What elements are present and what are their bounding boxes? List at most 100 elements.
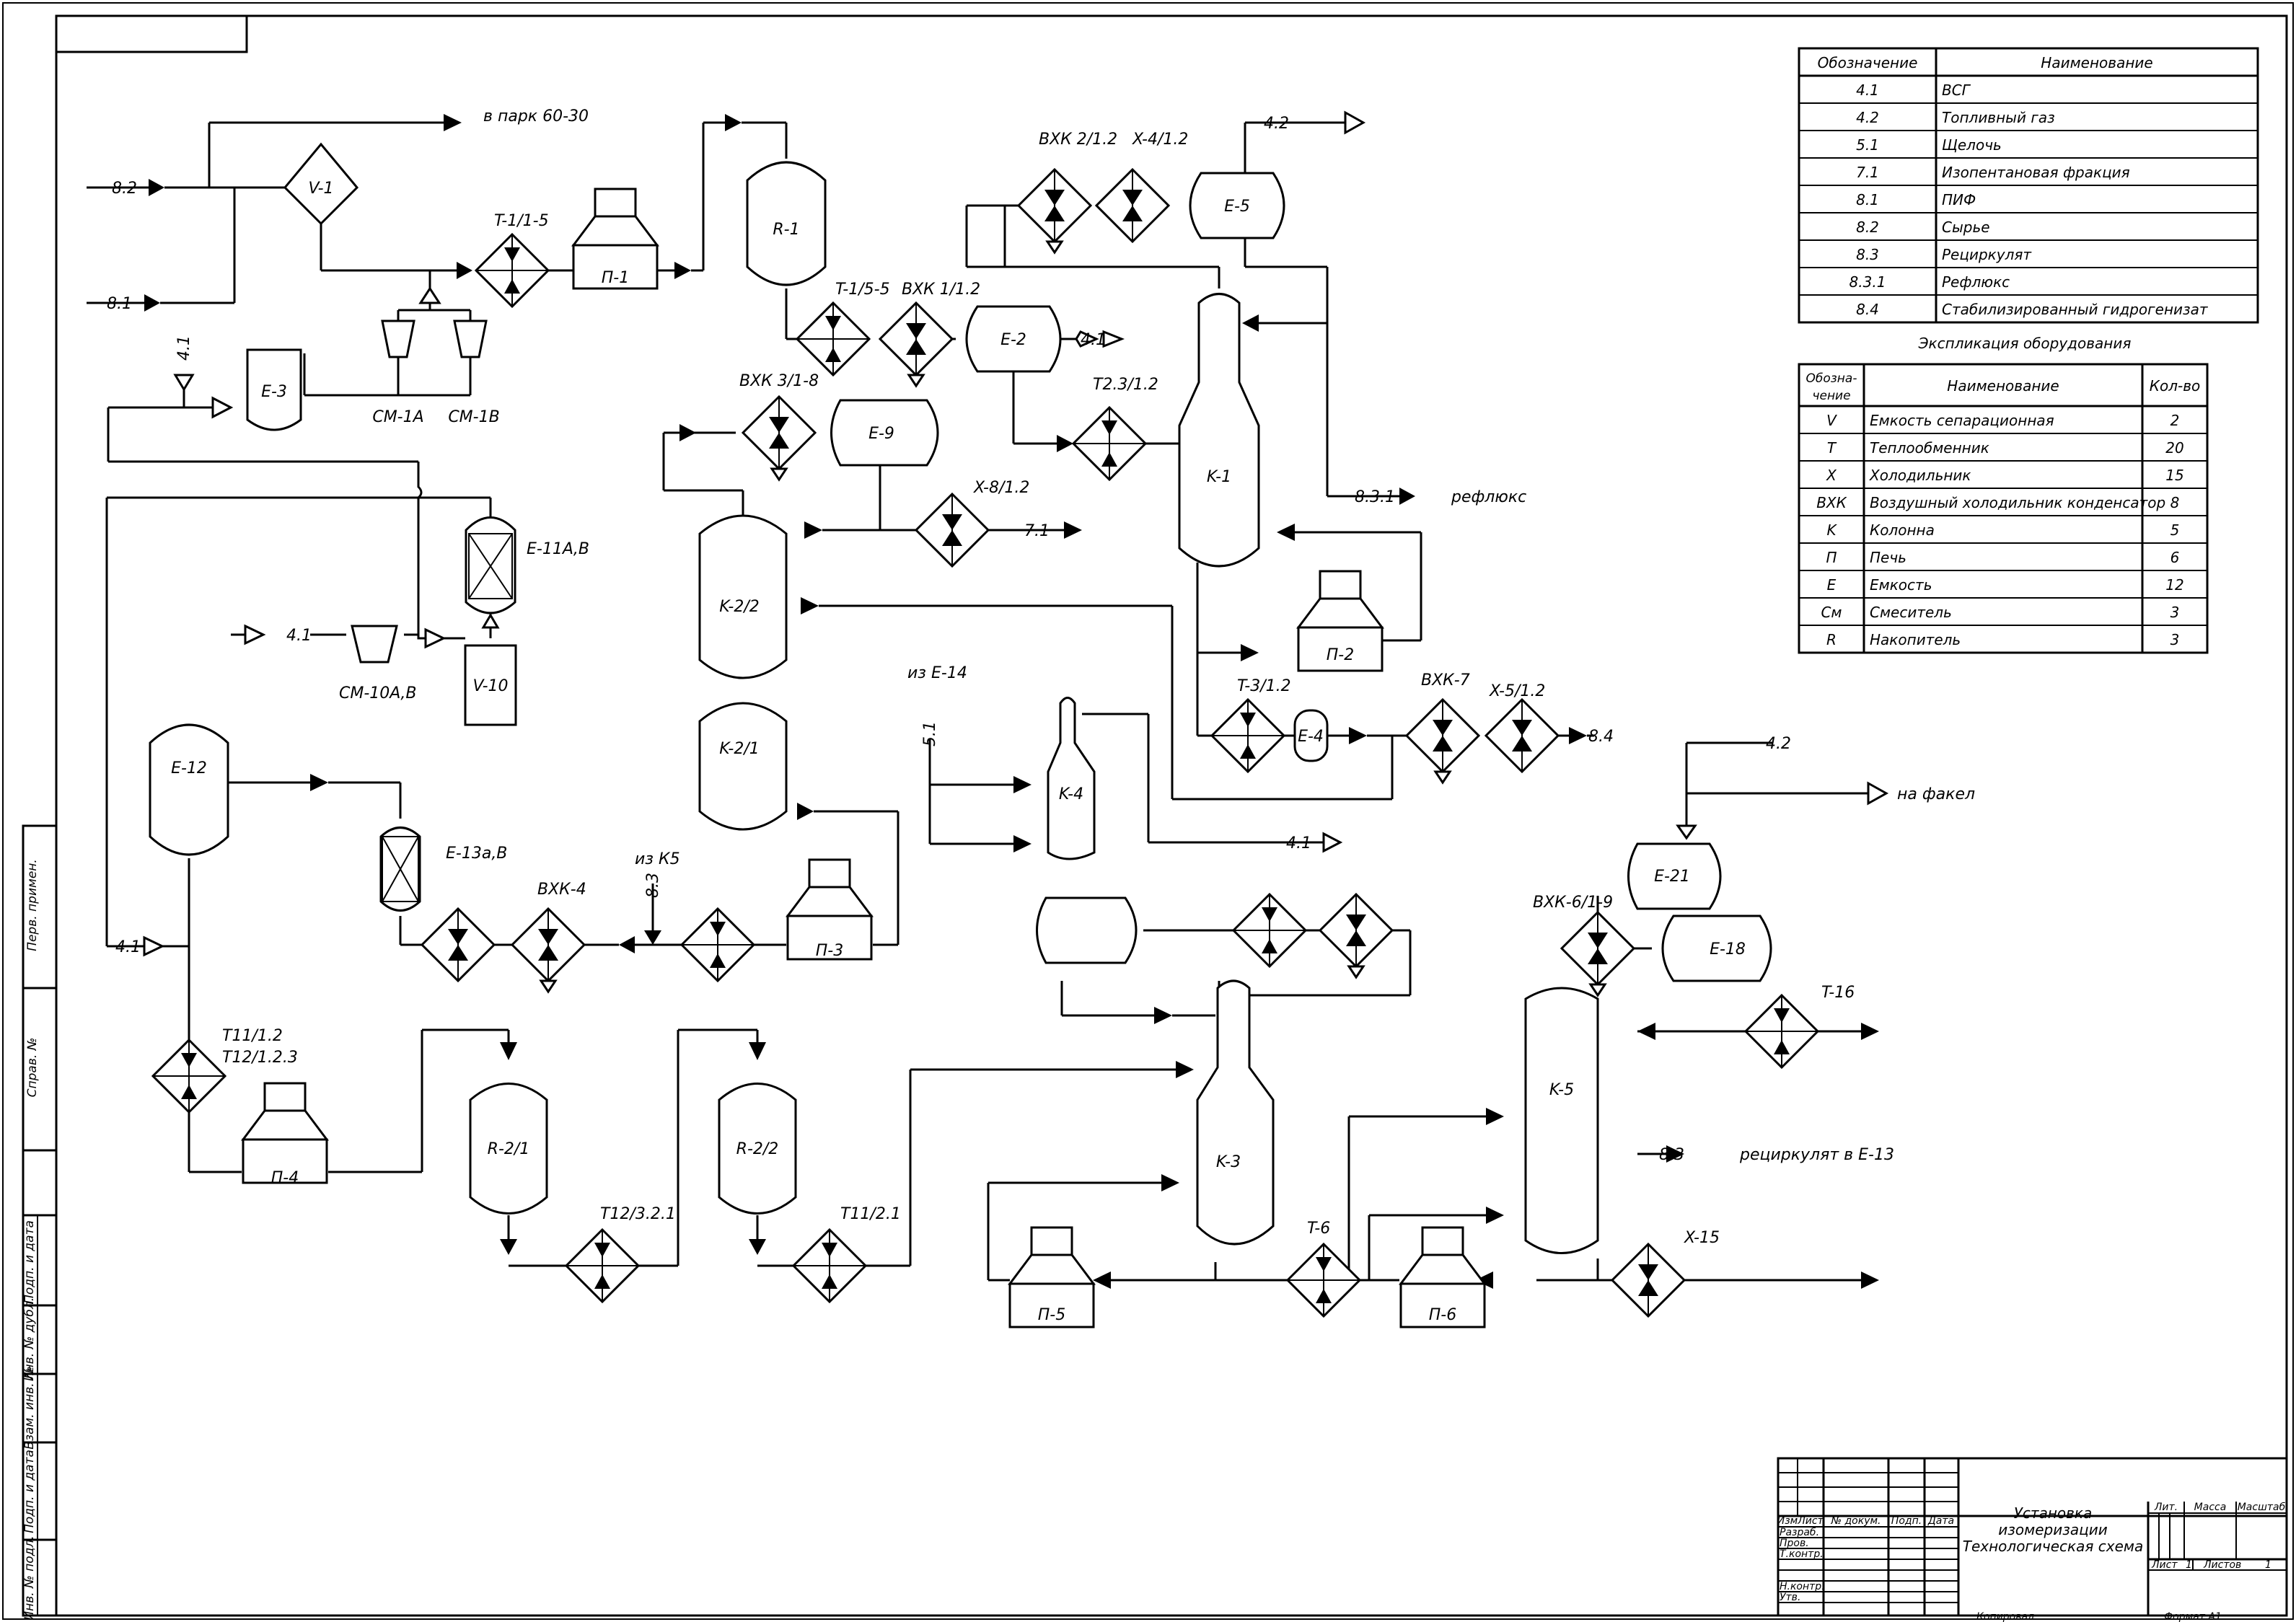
equipment-row-name: Колонна (1870, 521, 1935, 539)
equipment-row-qty: 6 (2170, 549, 2180, 566)
label-s42-right: 4.2 (1766, 735, 1791, 753)
label-e11: E-11А,В (527, 540, 589, 558)
label-e18: E-18 (1710, 940, 1746, 958)
label-s41-left: 4.1 (115, 938, 141, 956)
label-k22: K-2/2 (719, 598, 760, 616)
tb-role-checked: Пров. (1780, 1538, 1809, 1549)
label-vhk7: ВХК-7 (1421, 671, 1470, 689)
equipment-row-code: V (1826, 412, 1837, 429)
streams-row-code: 7.1 (1856, 164, 1879, 181)
streams-row-code: 8.1 (1856, 191, 1879, 208)
side-stamp-first-use: Перв. примен. (25, 859, 40, 951)
tb-col-sign: Подп. (1891, 1515, 1922, 1527)
process-lines (87, 110, 1889, 1289)
label-e2: E-2 (1000, 331, 1026, 349)
label-r21: R-2/1 (488, 1140, 530, 1158)
equipment-row-code: X (1826, 467, 1837, 484)
equipment-row-qty: 5 (2170, 521, 2180, 539)
tb-mass: Масса (2194, 1502, 2227, 1513)
label-s81: 8.1 (107, 295, 132, 313)
label-t16: T-16 (1821, 984, 1855, 1002)
tb-role-developer: Разраб. (1780, 1527, 1819, 1538)
tb-copied: Копировал (1976, 1611, 2034, 1622)
equipment-row-qty: 3 (2170, 631, 2180, 648)
label-r22: R-2/2 (736, 1140, 779, 1158)
tb-title-line2: изомеризации (1998, 1521, 2107, 1538)
label-k21: K-2/1 (719, 740, 760, 758)
equipment-row-name: Холодильник (1869, 467, 1971, 484)
cooler-x5 (1485, 698, 1560, 773)
streams-row-code: 8.4 (1856, 301, 1879, 318)
reactor-r21 (469, 1083, 548, 1215)
tb-title-line3: Технологическая схема (1963, 1538, 2144, 1555)
label-s51: 5.1 (921, 721, 939, 746)
streams-row-name: Щелочь (1942, 136, 2002, 154)
label-p1: П-1 (602, 269, 629, 287)
label-t1: T-1/1-5 (494, 212, 549, 230)
label-cm10: СМ-10А,В (339, 684, 416, 702)
label-vhk2: ВХК 2/1.2 (1039, 131, 1117, 149)
reactor-r22 (718, 1083, 797, 1215)
streams-row-code: 4.2 (1856, 109, 1879, 126)
label-s41-e2: 4.1 (1081, 331, 1106, 349)
label-reflux: рефлюкс (1451, 488, 1526, 506)
column-k1 (1178, 293, 1260, 568)
cooler-x15 (1611, 1243, 1686, 1318)
label-k5: K-5 (1549, 1081, 1574, 1099)
equipment-header-code: Обозна-чение (1806, 371, 1857, 403)
label-s831: 8.3.1 (1355, 488, 1395, 506)
heat-exchanger-t15 (796, 301, 871, 376)
heat-exchanger-t23 (1072, 406, 1147, 481)
label-p6: П-6 (1429, 1306, 1456, 1324)
tb-scale: Масштаб (2238, 1502, 2286, 1513)
equipment-row-name: Емкость (1870, 576, 1932, 594)
air-cooler-vhk7 (1405, 698, 1480, 773)
diagram-labels: в парк 60-30 8.2 8.1 V-1 T-1/1-5 П-1 R-1… (107, 107, 1975, 1324)
streams-header-code: Обозначение (1818, 54, 1918, 71)
tb-sheet-label: Лист (2151, 1559, 2178, 1571)
column-k22 (698, 514, 788, 679)
air-cooler-vhk4 (511, 907, 586, 982)
label-iz-k5: из К5 (635, 850, 680, 868)
vessel-e21 (1627, 842, 1722, 910)
label-k3: K-3 (1216, 1153, 1241, 1171)
heat-exchanger-t11-21 (792, 1228, 867, 1303)
streams-header-name: Наименование (2041, 54, 2152, 71)
label-e4: E-4 (1298, 728, 1324, 746)
vessel-e18 (1661, 914, 1772, 982)
label-to-park: в парк 60-30 (483, 107, 589, 125)
top-stamp (55, 14, 248, 53)
equipment-row-name: Печь (1870, 549, 1906, 566)
column-k5 (1524, 987, 1599, 1254)
equipment-row-code: R (1826, 631, 1837, 648)
label-s41-cm10: 4.1 (286, 627, 312, 645)
label-k4: K-4 (1059, 785, 1083, 803)
equipment-row-code: См (1821, 604, 1842, 621)
label-vhk4: ВХК-4 (537, 881, 586, 899)
label-vhk11: ВХК 1/1.2 (902, 281, 980, 299)
label-v10: V-10 (472, 677, 508, 695)
streams-row-code: 8.2 (1856, 219, 1879, 236)
heat-exchanger-k3-overhead (1232, 893, 1307, 968)
label-x5: X-5/1.2 (1489, 682, 1545, 700)
tb-col-date: Дата (1927, 1515, 1954, 1527)
tb-lit: Лит. (2154, 1502, 2178, 1513)
air-cooler-vhk3 (742, 395, 817, 470)
label-p3: П-3 (816, 942, 843, 960)
side-stamp-sign-date-2: Подп. и дата (22, 1450, 37, 1533)
heat-exchanger-p3-inlet (680, 907, 755, 982)
label-r1: R-1 (773, 221, 799, 239)
equipment (149, 142, 1819, 1328)
equipment-row-name: Теплообменник (1870, 439, 1989, 457)
streams-row-code: 8.3 (1856, 246, 1879, 263)
label-e5: E-5 (1224, 198, 1250, 216)
label-t11-21: T11/2.1 (840, 1205, 901, 1223)
heat-exchanger-t12 (565, 1228, 640, 1303)
side-stamp-dup-inv: Инв. № дубл. (22, 1297, 37, 1381)
tb-sheets-label: Листов (2203, 1559, 2241, 1571)
equipment-row-name: Воздушный холодильник конденсатор (1870, 494, 2165, 511)
tb-role-approved: Утв. (1780, 1592, 1800, 1603)
label-p2: П-2 (1327, 646, 1354, 664)
